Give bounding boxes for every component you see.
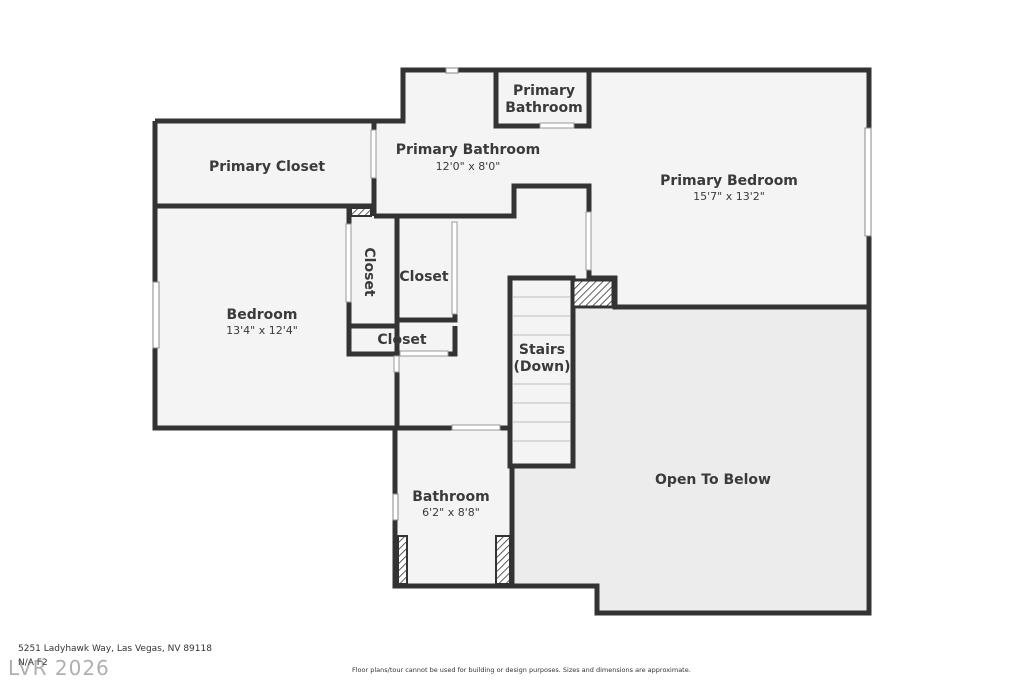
room-label-stairs-direction: (Down) <box>514 359 571 375</box>
floor-fills <box>157 72 867 611</box>
outer-wall-left <box>152 121 397 431</box>
room-label-stairs: Stairs <box>519 342 565 358</box>
upper-floor-area <box>157 72 867 466</box>
door-openings <box>345 122 592 431</box>
chase-closet-top <box>350 207 372 217</box>
door-closet-vertical <box>345 223 352 303</box>
room-dim-bedroom: 13'4" x 12'4" <box>226 324 298 337</box>
window-top-small <box>445 67 459 74</box>
wall-open-below <box>392 307 872 616</box>
window-bathroom <box>392 493 399 521</box>
door-primary-bedroom <box>585 211 592 271</box>
room-label-closet-lower: Closet <box>377 332 427 348</box>
door-bathroom <box>451 424 501 431</box>
room-label-closet-vertical: Closet <box>361 247 377 297</box>
open-to-below-area <box>512 309 866 611</box>
property-address: 5251 Ladyhawk Way, Las Vegas, NV 89118 <box>18 644 212 654</box>
door-primary-bath-small <box>539 122 575 129</box>
chase-stairs-right <box>571 278 615 309</box>
stair-treads <box>513 296 570 442</box>
floor-level-label: N/A F2 <box>18 658 48 668</box>
room-label-closet-middle: Closet <box>399 269 449 285</box>
bathroom-floor <box>397 428 512 584</box>
watermark: LVR 2026 <box>8 656 110 680</box>
chase-bath-right <box>495 535 511 585</box>
disclaimer: Floor plans/tour cannot be used for buil… <box>352 666 691 674</box>
room-label-primary-bedroom: Primary Bedroom <box>660 173 798 189</box>
room-label-bathroom: Bathroom <box>412 489 490 505</box>
chase-bath-left <box>397 535 408 585</box>
wall-primary-bath-bottom <box>374 183 592 219</box>
door-primary-closet <box>370 129 377 179</box>
room-label-primary-bathroom: Primary Bathroom <box>396 142 540 158</box>
window-bedroom <box>152 281 160 349</box>
window-primary-bedroom <box>864 127 872 237</box>
door-closet-middle <box>451 221 458 315</box>
room-label-open-to-below: Open To Below <box>655 472 771 488</box>
wall-primary-bedroom-bottom <box>586 270 869 310</box>
door-bedroom <box>393 355 400 373</box>
door-closet-lower <box>399 350 449 357</box>
room-dim-primary-bedroom: 15'7" x 13'2" <box>693 190 765 203</box>
room-dim-primary-bathroom: 12'0" x 8'0" <box>436 160 501 173</box>
windows <box>152 67 872 521</box>
hatched-chases <box>350 207 615 585</box>
room-label-primary-closet: Primary Closet <box>209 159 325 175</box>
wall-stairs <box>507 275 576 469</box>
room-dim-bathroom: 6'2" x 8'8" <box>422 506 480 519</box>
room-label-bedroom: Bedroom <box>227 307 298 323</box>
